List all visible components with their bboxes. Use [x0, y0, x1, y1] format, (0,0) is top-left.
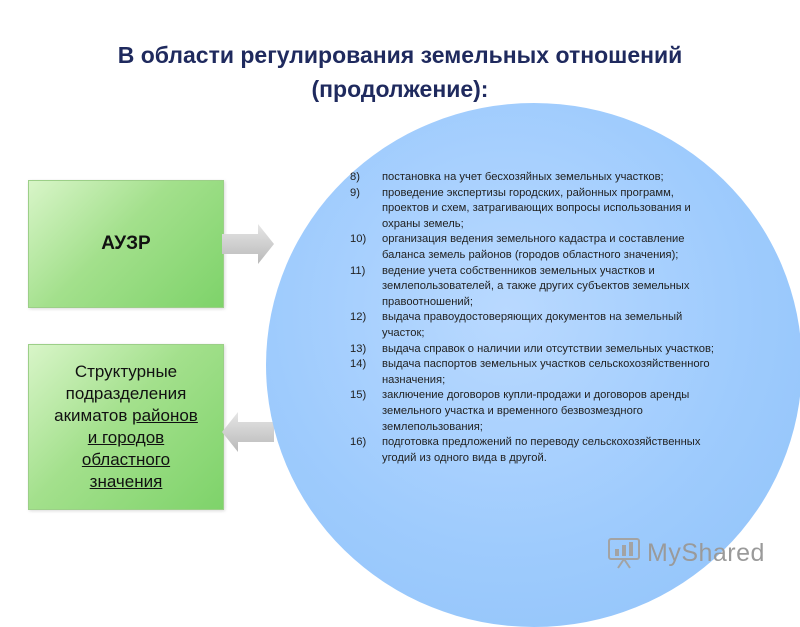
item-text: проведение экспертизы городских, районны…	[382, 186, 691, 230]
item-text: выдача правоудостоверяющих документов на…	[382, 311, 683, 339]
slide-title-line2: (продолжение):	[311, 76, 489, 102]
myshared-watermark: MyShared	[607, 536, 765, 570]
list-item: 9) проведение экспертизы городских, район…	[350, 186, 720, 233]
arrow-left-icon	[222, 412, 274, 452]
item-text: организация ведения земельного кадастра …	[382, 233, 685, 261]
item-text: ведение учета собственников земельных уч…	[382, 264, 690, 308]
list-item: 11) ведение учета собственников земельных…	[350, 264, 720, 311]
districts-link[interactable]: районов	[132, 406, 198, 425]
structural-units-text: Структурные подразделения акиматов район…	[54, 361, 198, 493]
item-number: 14)	[350, 358, 367, 371]
list-item: 16) подготовка предложений по переводу се…	[350, 435, 720, 466]
cities-link-line[interactable]: и городов	[87, 428, 165, 447]
struct-line: подразделения	[65, 384, 187, 403]
list-item: 15) заключение договоров купли-продажи и …	[350, 388, 720, 435]
list-item: 10) организация ведения земельного кадаст…	[350, 232, 720, 263]
auzr-label: АУЗР	[101, 233, 151, 254]
item-number: 16)	[350, 436, 367, 449]
presentation-icon	[608, 538, 640, 569]
item-text: постановка на учет бесхозяйных земельных…	[382, 171, 664, 183]
auzr-box: АУЗР	[28, 180, 224, 308]
significance-link-line[interactable]: значения	[89, 472, 163, 491]
item-number: 9)	[350, 186, 360, 199]
item-number: 13)	[350, 342, 367, 355]
item-text: заключение договоров купли-продажи и дог…	[382, 389, 690, 433]
functions-circle	[266, 103, 800, 627]
item-number: 10)	[350, 233, 367, 246]
watermark-text: MyShared	[647, 538, 765, 567]
item-text: подготовка предложений по переводу сельс…	[382, 436, 701, 464]
structural-units-box: Структурные подразделения акиматов район…	[28, 344, 224, 510]
list-item: 13) выдача справок о наличии или отсутств…	[350, 342, 720, 358]
list-item: 12) выдача правоудостоверяющих документов…	[350, 310, 720, 341]
arrow-right-icon	[222, 224, 274, 264]
item-number: 11)	[350, 264, 366, 277]
item-number: 8)	[350, 171, 360, 183]
functions-list: 8) постановка на учет бесхозяйных земельн…	[350, 170, 720, 466]
struct-line: Структурные	[74, 362, 178, 381]
item-number: 12)	[350, 311, 367, 324]
list-item: 14) выдача паспортов земельных участков с…	[350, 357, 720, 388]
regional-link-line[interactable]: областного	[81, 450, 171, 469]
item-text: выдача справок о наличии или отсутствии …	[382, 342, 714, 355]
struct-line: акиматов районов	[54, 405, 198, 427]
item-number: 15)	[350, 389, 367, 402]
slide-title: В области регулирования земельных отноше…	[40, 38, 760, 106]
struct-text: акиматов	[54, 406, 133, 425]
list-item: 8) постановка на учет бесхозяйных земельн…	[350, 170, 720, 186]
item-text: выдача паспортов земельных участков сель…	[382, 358, 710, 386]
slide-title-line1: В области регулирования земельных отноше…	[117, 42, 683, 68]
